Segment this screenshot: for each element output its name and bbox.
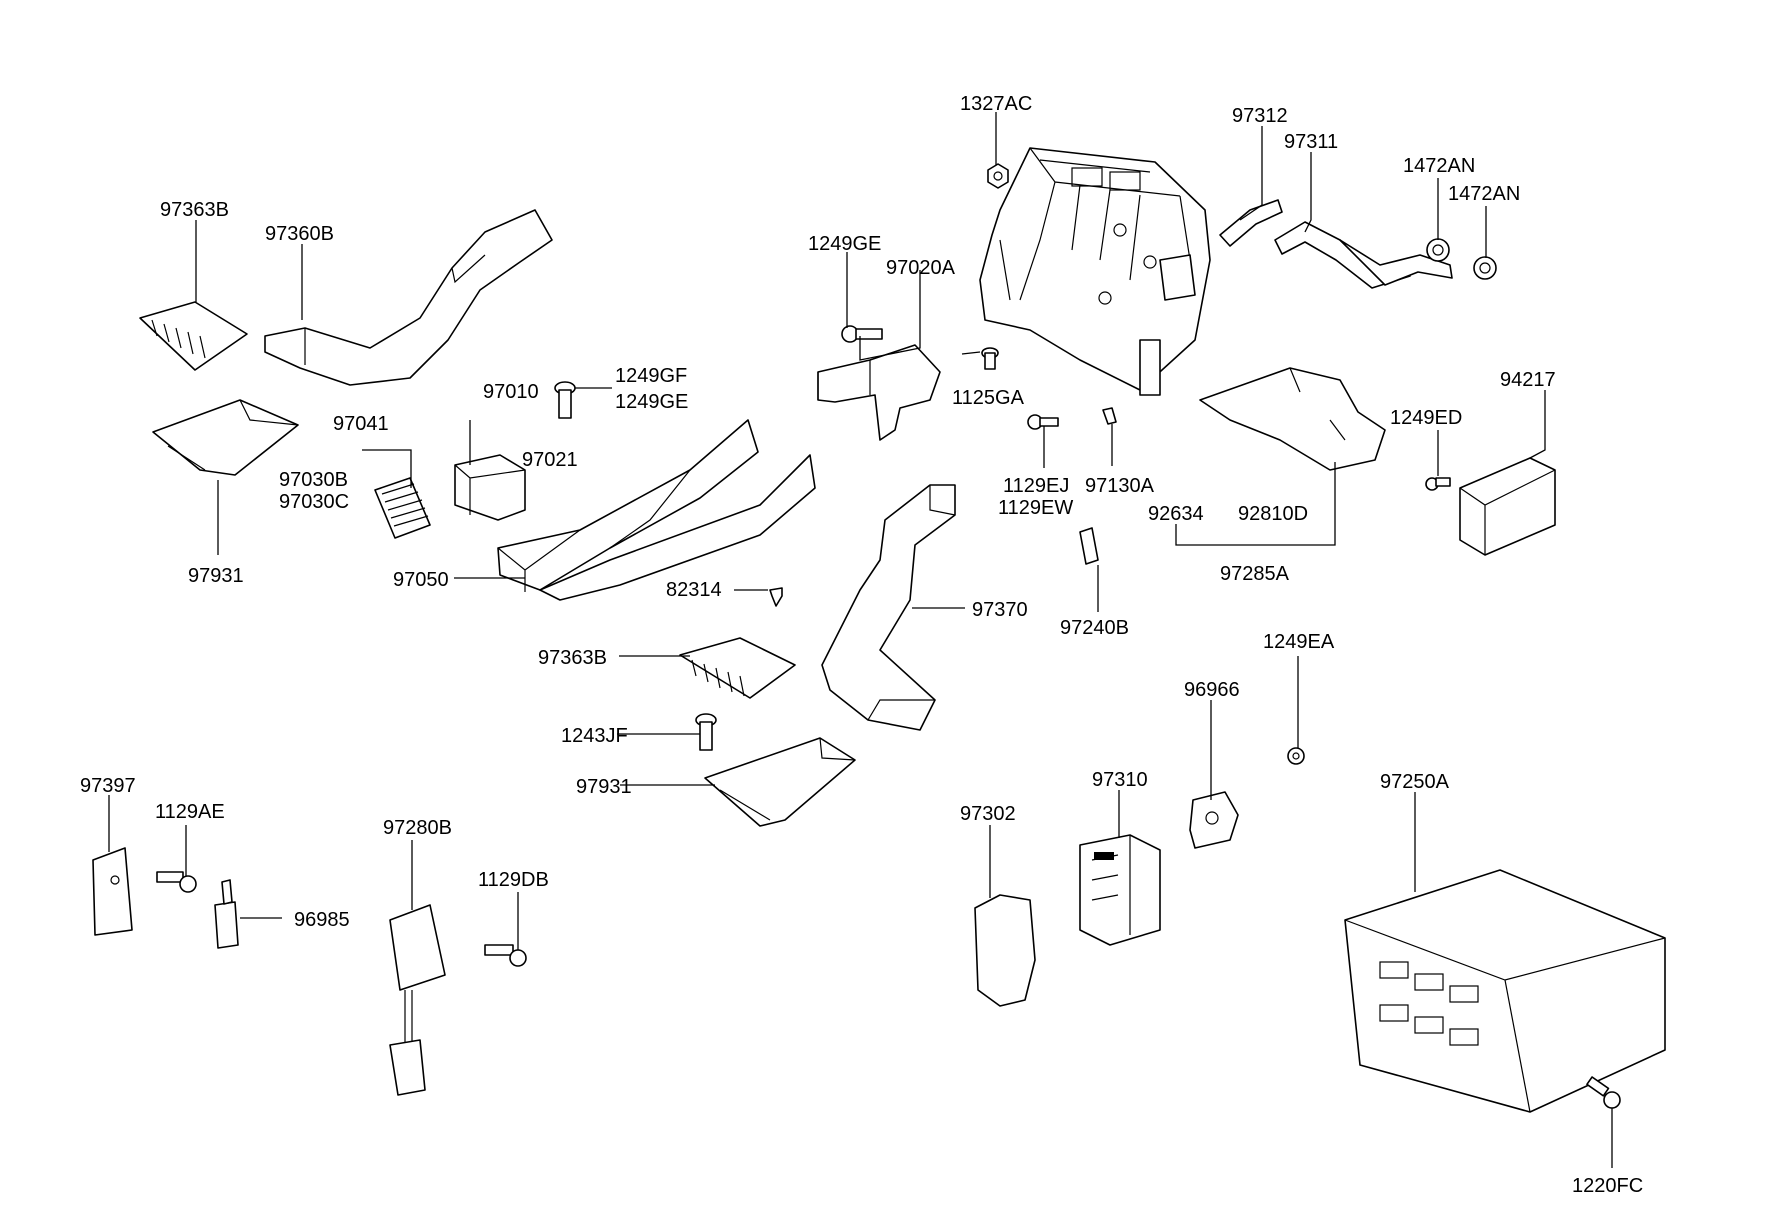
label-1249ge-lower: 1249GE bbox=[615, 391, 688, 413]
duct-97010 bbox=[454, 454, 526, 521]
label-97250a: 97250A bbox=[1380, 771, 1450, 793]
cover-97302 bbox=[974, 894, 1036, 1007]
label-97311: 97311 bbox=[1284, 131, 1338, 153]
label-92810d: 92810D bbox=[1238, 503, 1308, 525]
label-97020a: 97020A bbox=[886, 257, 956, 279]
label-1129db: 1129DB bbox=[478, 869, 549, 891]
sensor-96985 bbox=[214, 879, 239, 949]
label-97130a: 97130A bbox=[1085, 475, 1155, 497]
bolt-1129ae bbox=[156, 871, 197, 893]
screw-1220fc bbox=[1586, 1076, 1621, 1109]
label-97041: 97041 bbox=[333, 413, 389, 435]
duct-97050 bbox=[497, 419, 816, 601]
label-1472an-a: 1472AN bbox=[1403, 155, 1475, 177]
heat-shield-plate bbox=[1199, 367, 1386, 471]
screw-1249ea bbox=[1287, 747, 1305, 765]
control-switch-97310 bbox=[1079, 834, 1161, 946]
label-97931-upper: 97931 bbox=[188, 565, 244, 587]
screw-1249ge bbox=[841, 325, 883, 343]
hose-clamp-a bbox=[1426, 238, 1450, 262]
vent-grille-upper bbox=[139, 301, 248, 371]
actuator-96966 bbox=[1189, 791, 1239, 849]
label-97030c: 97030C bbox=[279, 491, 349, 513]
label-97363b-lower: 97363B bbox=[538, 647, 607, 669]
label-97370: 97370 bbox=[972, 599, 1028, 621]
sensor-97240b bbox=[1079, 527, 1099, 565]
duct-97370 bbox=[821, 484, 956, 731]
heater-hoses bbox=[1219, 199, 1453, 289]
label-97021: 97021 bbox=[522, 449, 578, 471]
hose-clamp-b bbox=[1473, 256, 1497, 280]
label-97240b: 97240B bbox=[1060, 617, 1129, 639]
label-97931-lower: 97931 bbox=[576, 776, 632, 798]
label-1249ge-upper: 1249GE bbox=[808, 233, 881, 255]
heater-control-unit bbox=[1344, 869, 1666, 1113]
label-97030b: 97030B bbox=[279, 469, 348, 491]
bracket-97130a bbox=[1102, 407, 1117, 425]
label-97280b: 97280B bbox=[383, 817, 452, 839]
duct-cover-97931-lower bbox=[704, 737, 856, 827]
duct-97360b bbox=[264, 209, 553, 386]
label-1472an-b: 1472AN bbox=[1448, 183, 1520, 205]
label-1327ac: 1327AC bbox=[960, 93, 1032, 115]
label-97360b: 97360B bbox=[265, 223, 334, 245]
sensor-97280b bbox=[389, 904, 446, 1096]
label-1125ga: 1125GA bbox=[952, 387, 1025, 409]
label-97050: 97050 bbox=[393, 569, 449, 591]
duct-cover-97931-upper bbox=[152, 399, 299, 476]
nut-1327ac bbox=[987, 163, 1009, 189]
label-97312: 97312 bbox=[1232, 105, 1288, 127]
label-1220fc: 1220FC bbox=[1572, 1175, 1643, 1197]
label-1249ed: 1249ED bbox=[1390, 407, 1462, 429]
label-97010: 97010 bbox=[483, 381, 539, 403]
label-97285a: 97285A bbox=[1220, 563, 1290, 585]
screw-1243jf bbox=[695, 713, 717, 751]
clip-82314 bbox=[769, 587, 783, 607]
vent-grille-lower bbox=[679, 637, 796, 699]
label-97363b-upper: 97363B bbox=[160, 199, 229, 221]
bolt-1129ej bbox=[1027, 414, 1059, 430]
bolt-1129db bbox=[484, 944, 527, 967]
label-97302: 97302 bbox=[960, 803, 1016, 825]
label-94217: 94217 bbox=[1500, 369, 1556, 391]
leader-lines bbox=[108, 112, 1613, 1168]
duct-97020a bbox=[817, 344, 941, 441]
vent-register bbox=[374, 477, 431, 539]
screw-1125ga bbox=[981, 347, 999, 370]
label-96985: 96985 bbox=[294, 909, 350, 931]
label-97397: 97397 bbox=[80, 775, 136, 797]
label-82314: 82314 bbox=[666, 579, 722, 601]
label-1129ew: 1129EW bbox=[998, 497, 1073, 519]
label-1129ae: 1129AE bbox=[155, 801, 225, 823]
heater-unit-assembly bbox=[979, 147, 1211, 396]
label-97310: 97310 bbox=[1092, 769, 1148, 791]
module-94217 bbox=[1459, 457, 1556, 556]
label-1249gf: 1249GF bbox=[615, 365, 687, 387]
label-1249ea: 1249EA bbox=[1263, 631, 1335, 653]
screw-1249gf bbox=[554, 381, 576, 419]
label-1129ej: 1129EJ bbox=[1003, 475, 1069, 497]
label-1243jf: 1243JF bbox=[561, 725, 628, 747]
bracket-97397 bbox=[92, 847, 133, 936]
label-92634: 92634 bbox=[1148, 503, 1204, 525]
label-96966: 96966 bbox=[1184, 679, 1240, 701]
screw-1249ed bbox=[1425, 477, 1451, 491]
